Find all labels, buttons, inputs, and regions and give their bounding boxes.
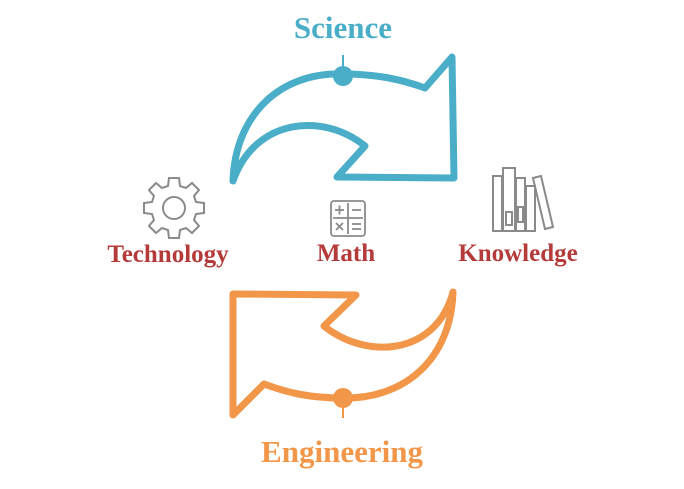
math-label: Math [316,240,376,267]
books-icon [492,167,555,232]
engineering-dot [333,388,353,408]
gear-icon [143,177,205,239]
calculator-icon [330,200,366,237]
engineering-arrow [229,288,457,419]
engineering-label: Engineering [261,434,423,469]
science-label: Science [293,10,393,45]
science-dot [333,66,353,86]
knowledge-label: Knowledge [458,240,578,267]
technology-label: Technology [107,241,229,268]
science-arrow [229,53,458,185]
